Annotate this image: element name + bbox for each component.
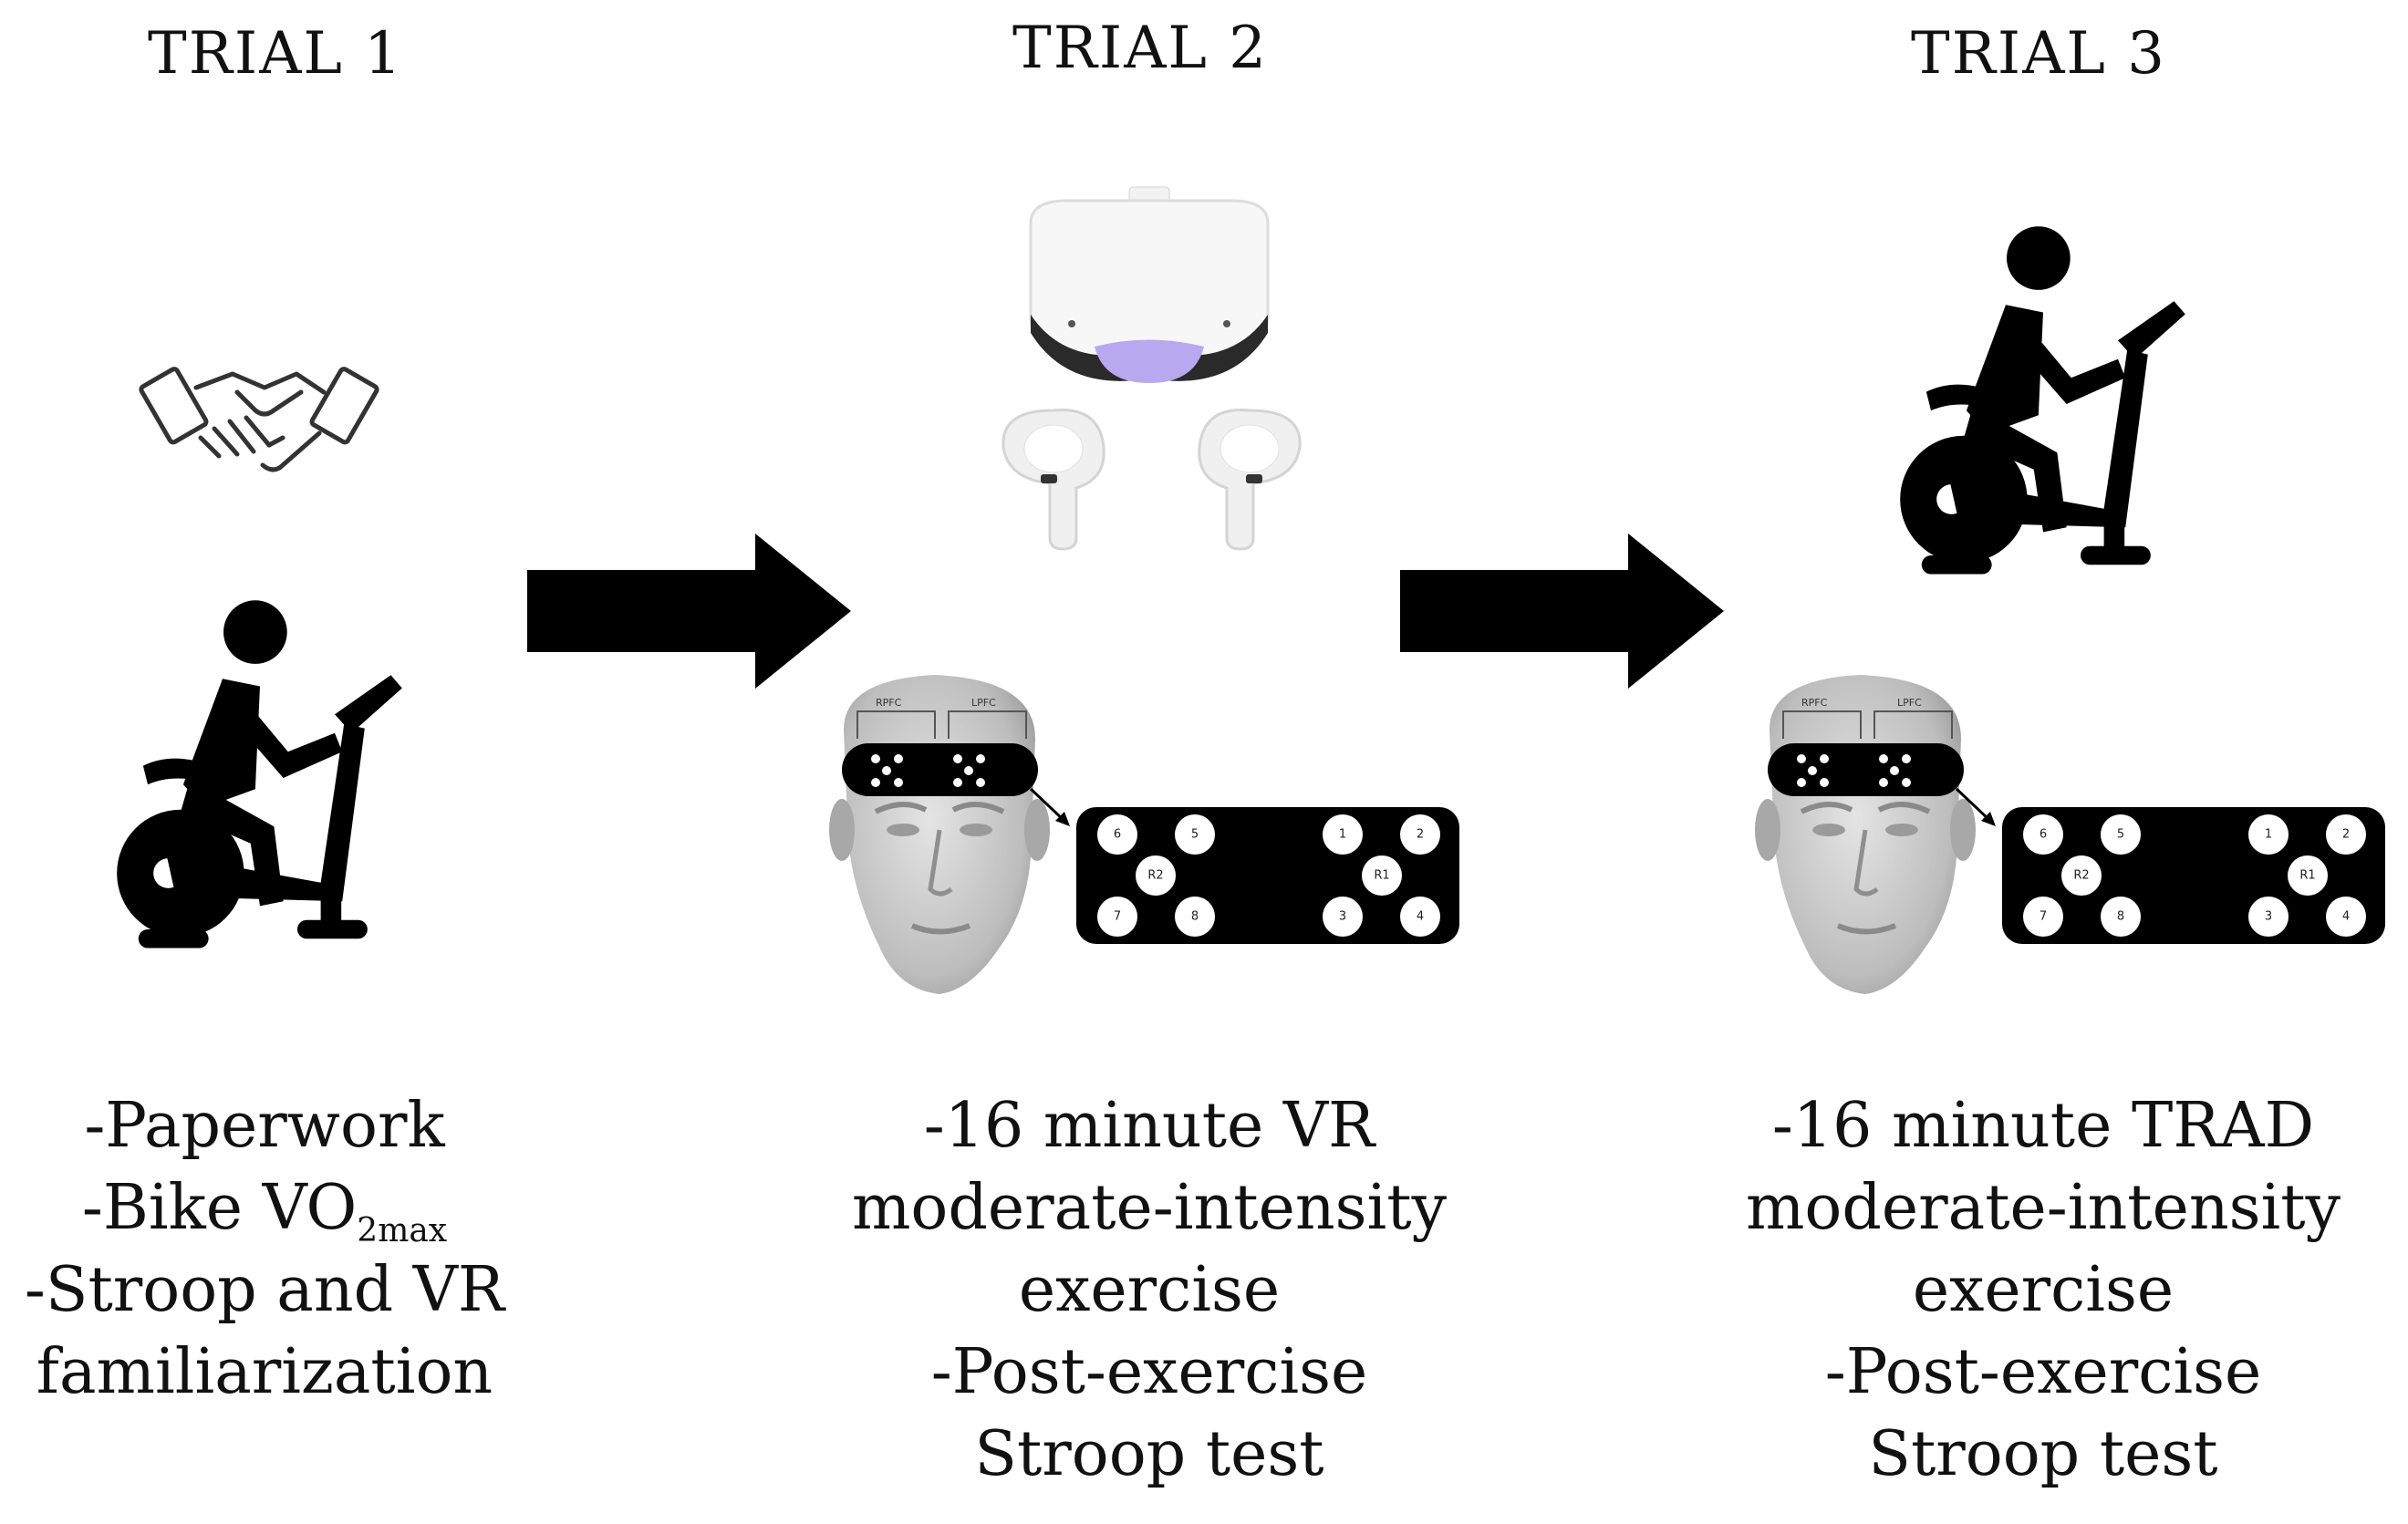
optode-label: 2 <box>2342 828 2350 842</box>
optode-label: R1 <box>2299 869 2315 883</box>
description-line: -Post-exercise <box>930 1336 1368 1408</box>
trial-3-title: TRIAL 3 <box>1911 20 2166 88</box>
description-line: -Paperwork <box>84 1090 445 1162</box>
trial-2-title: TRIAL 2 <box>1012 15 1268 82</box>
vr-headset-icon <box>1029 186 1270 383</box>
handshake-icon <box>139 367 379 472</box>
description-line: exercise <box>1018 1254 1281 1326</box>
optode-label: R1 <box>1374 869 1389 883</box>
optode-label: 5 <box>1191 828 1199 842</box>
description-line: familiarization <box>36 1336 493 1408</box>
description-line: exercise <box>1912 1254 2174 1326</box>
description-line: moderate-intensity <box>1745 1172 2341 1244</box>
description-line: -16 minute VR <box>923 1090 1375 1162</box>
optode-label: 8 <box>2117 910 2124 924</box>
optode-label: 4 <box>1417 910 1424 924</box>
description-line: Stroop test <box>974 1418 1324 1490</box>
trial-2-description: -16 minute VR moderate-intensity exercis… <box>821 1085 1478 1496</box>
optode-label: 1 <box>1339 828 1346 842</box>
optode-label: 3 <box>2265 910 2272 924</box>
optode-label: 6 <box>1114 828 1121 842</box>
description-line: Stroop test <box>1868 1418 2218 1490</box>
region-label-rpfc: RPFC <box>876 697 902 709</box>
exercise-bike-icon <box>1893 219 2194 593</box>
description-line: -Bike VO2max <box>81 1172 448 1249</box>
region-label-rpfc: RPFC <box>1801 697 1828 709</box>
optode-label: 6 <box>2040 828 2047 842</box>
vr-controller-icon <box>1198 409 1302 551</box>
arrow-right-icon <box>527 534 851 689</box>
optode-label: 3 <box>1339 910 1346 924</box>
description-line: -Stroop and VR <box>24 1254 505 1326</box>
trial-3-description: -16 minute TRAD moderate-intensity exerc… <box>1715 1085 2372 1496</box>
description-line: -16 minute TRAD <box>1771 1090 2315 1162</box>
region-label-lpfc: LPFC <box>1897 697 1922 709</box>
arrow-right-icon <box>1400 534 1724 689</box>
optode-label: 7 <box>1114 910 1121 924</box>
optode-label: 5 <box>2117 828 2124 842</box>
region-label-lpfc: LPFC <box>971 697 996 709</box>
description-line: -Post-exercise <box>1824 1336 2262 1408</box>
exercise-bike-icon <box>109 593 410 967</box>
vr-controller-icon <box>1002 409 1105 551</box>
fnirs-head-icon: RPFC LPFC 6 5 R2 7 8 1 2 R1 3 4 <box>1751 675 2385 1012</box>
optode-label: 4 <box>2342 910 2350 924</box>
optode-label: R2 <box>2073 869 2089 883</box>
optode-label: 7 <box>2040 910 2047 924</box>
optode-label: 2 <box>1417 828 1424 842</box>
trial-1-description: -Paperwork -Bike VO2max -Stroop and VR f… <box>0 1085 593 1414</box>
description-line: moderate-intensity <box>851 1172 1448 1244</box>
fnirs-head-icon: RPFC LPFC 6 5 R2 7 8 1 2 R1 3 4 <box>825 675 1459 1012</box>
optode-label: 8 <box>1191 910 1199 924</box>
optode-label: 1 <box>2265 828 2272 842</box>
trial-1-title: TRIAL 1 <box>148 20 403 88</box>
optode-label: R2 <box>1147 869 1163 883</box>
